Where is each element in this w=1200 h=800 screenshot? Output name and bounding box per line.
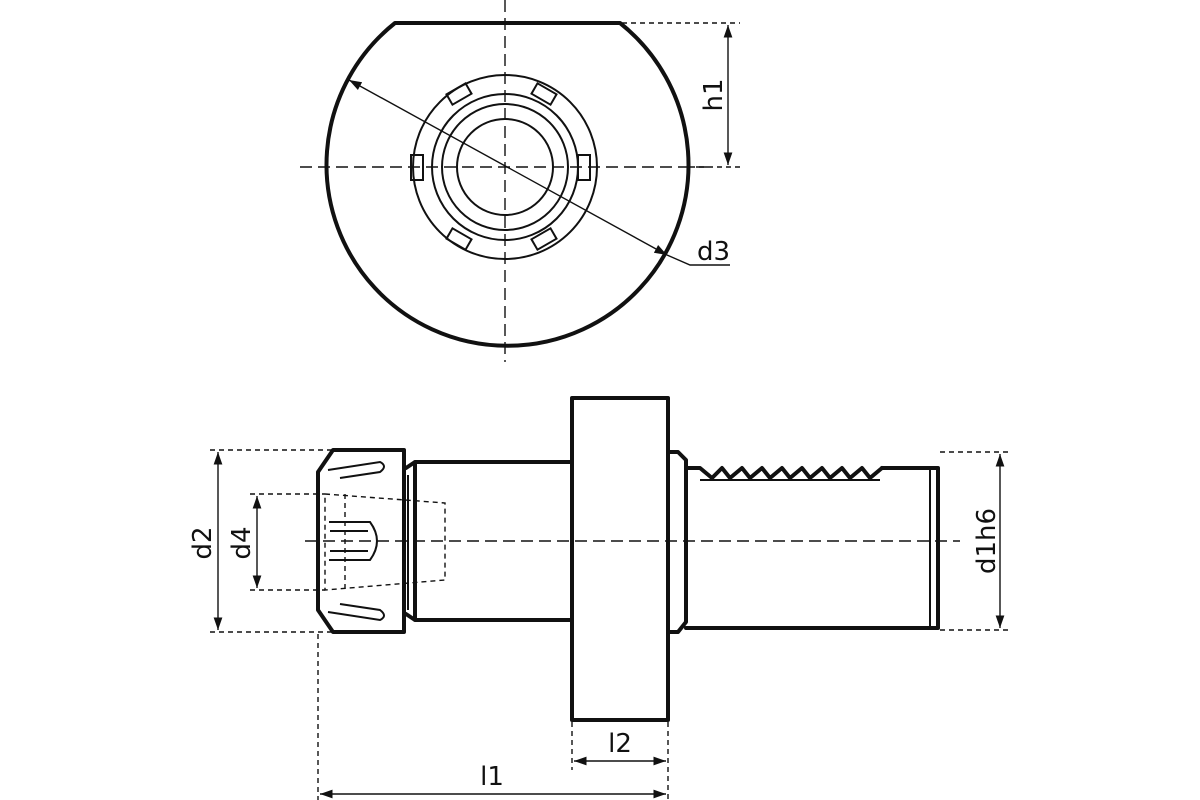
- d3-dimension-line: [348, 79, 668, 256]
- l1-label: l1: [480, 762, 504, 792]
- l2-label: l2: [608, 729, 632, 759]
- d1h6-label: d1h6: [972, 508, 1002, 574]
- nut-slot-top: [327, 460, 385, 479]
- front-view: h1 d3: [300, 0, 740, 362]
- nut-notch: [445, 226, 473, 252]
- d3-leader: [666, 254, 730, 266]
- shank-body: [684, 466, 940, 630]
- nut-slot-bottom: [327, 603, 385, 622]
- h1-label: h1: [699, 78, 729, 111]
- flange: [570, 396, 670, 722]
- d2-label: d2: [188, 526, 218, 559]
- shank-outline: [666, 450, 688, 634]
- hidden-collet: [324, 493, 446, 591]
- side-view: d2 d4 d1h6 l2 l1: [188, 396, 1010, 800]
- d3-label: d3: [697, 237, 730, 267]
- d4-label: d4: [227, 526, 257, 559]
- nut-slot-middle: [329, 521, 378, 561]
- collet-nut-outline: [316, 448, 406, 634]
- thread-teeth: [710, 466, 884, 480]
- body-cylinder: [404, 460, 574, 622]
- disc-outline: [324, 21, 691, 348]
